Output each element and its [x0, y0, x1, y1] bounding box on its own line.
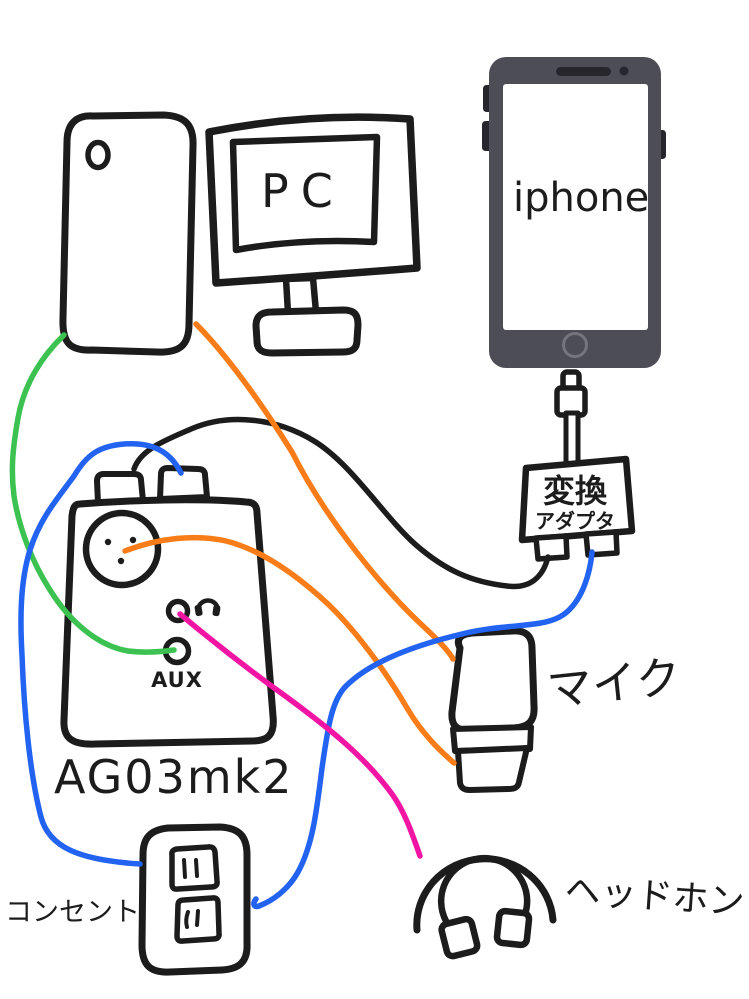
lightning-stem — [563, 410, 581, 468]
mic-base — [455, 745, 530, 793]
mixer-top-left-port — [94, 471, 146, 506]
mixer-top-right-port — [157, 465, 210, 502]
cable-black-adapter-to-mixer — [131, 416, 551, 590]
iphone-label: iphone — [513, 175, 649, 221]
monitor: PC — [205, 113, 421, 357]
monitor-label: PC — [261, 164, 345, 218]
mixer-xlr-input — [82, 509, 162, 589]
headphones-ear-cup-left — [438, 915, 481, 960]
iphone-speaker — [556, 67, 611, 76]
outlet-label: コンセント — [5, 897, 140, 928]
headphones-inner-band — [437, 854, 531, 925]
mic-label: マイク — [545, 650, 684, 717]
mixer-xlr-pin-1 — [104, 538, 112, 546]
adapter-port-right — [583, 529, 620, 558]
headphones: ヘッドホン — [413, 854, 746, 960]
cable-orange-xlr-to-mic — [122, 534, 457, 766]
iphone-screen — [503, 84, 648, 330]
headphones-outer-band — [413, 855, 557, 934]
headphones-icon — [194, 598, 221, 617]
monitor-stand-base — [252, 306, 362, 357]
headphones-icon-cup-right — [212, 604, 221, 617]
outlet-slit-top-right — [194, 858, 199, 878]
pc-tower — [59, 111, 197, 356]
adapter-label-line1: 変換 — [543, 472, 608, 510]
conversion-adapter: 変換 アダプタ — [518, 455, 636, 562]
mixer-xlr-pin-3 — [117, 557, 125, 565]
cable-blue-mixer-to-outlet — [18, 440, 184, 867]
cable-magenta-phones-to-headphones — [177, 611, 423, 859]
mixer-label: AG03mk2 — [54, 750, 294, 804]
adapter-port-left — [533, 533, 570, 562]
cable-orange-pc-to-mic — [193, 321, 456, 662]
mixer-xlr-pin-2 — [129, 536, 137, 544]
iphone: iphone — [482, 57, 666, 368]
mic-band — [450, 724, 534, 754]
lightning-connector — [554, 369, 588, 468]
headphones-label: ヘッドホン — [563, 870, 745, 923]
iphone-camera-dot — [619, 66, 629, 76]
mixer-ag03mk2: AUX AG03mk2 — [54, 465, 294, 804]
pc-tower-power-button — [85, 139, 111, 171]
outlet-slit-bottom-right — [195, 909, 200, 927]
adapter-label-line2: アダプタ — [535, 509, 615, 533]
outlet-slit-bottom-left — [184, 910, 190, 929]
pc-tower-body — [59, 111, 197, 356]
outlet: コンセント — [5, 823, 251, 976]
cable-green-pc-to-aux — [9, 332, 177, 655]
monitor-screen — [229, 133, 381, 254]
cables — [9, 321, 595, 910]
microphone: マイク — [448, 627, 684, 793]
iphone-home-button — [562, 332, 588, 358]
mic-head — [448, 627, 538, 734]
adapter-box — [518, 455, 636, 544]
mixer-aux-label: AUX — [151, 668, 203, 692]
outlet-socket-top — [169, 844, 220, 892]
outlet-slit-top-left — [182, 858, 187, 879]
cable-blue-adapter-to-outlet — [251, 549, 595, 910]
headphones-ear-cup-right — [493, 907, 533, 949]
headphones-icon-cup-left — [194, 604, 203, 617]
